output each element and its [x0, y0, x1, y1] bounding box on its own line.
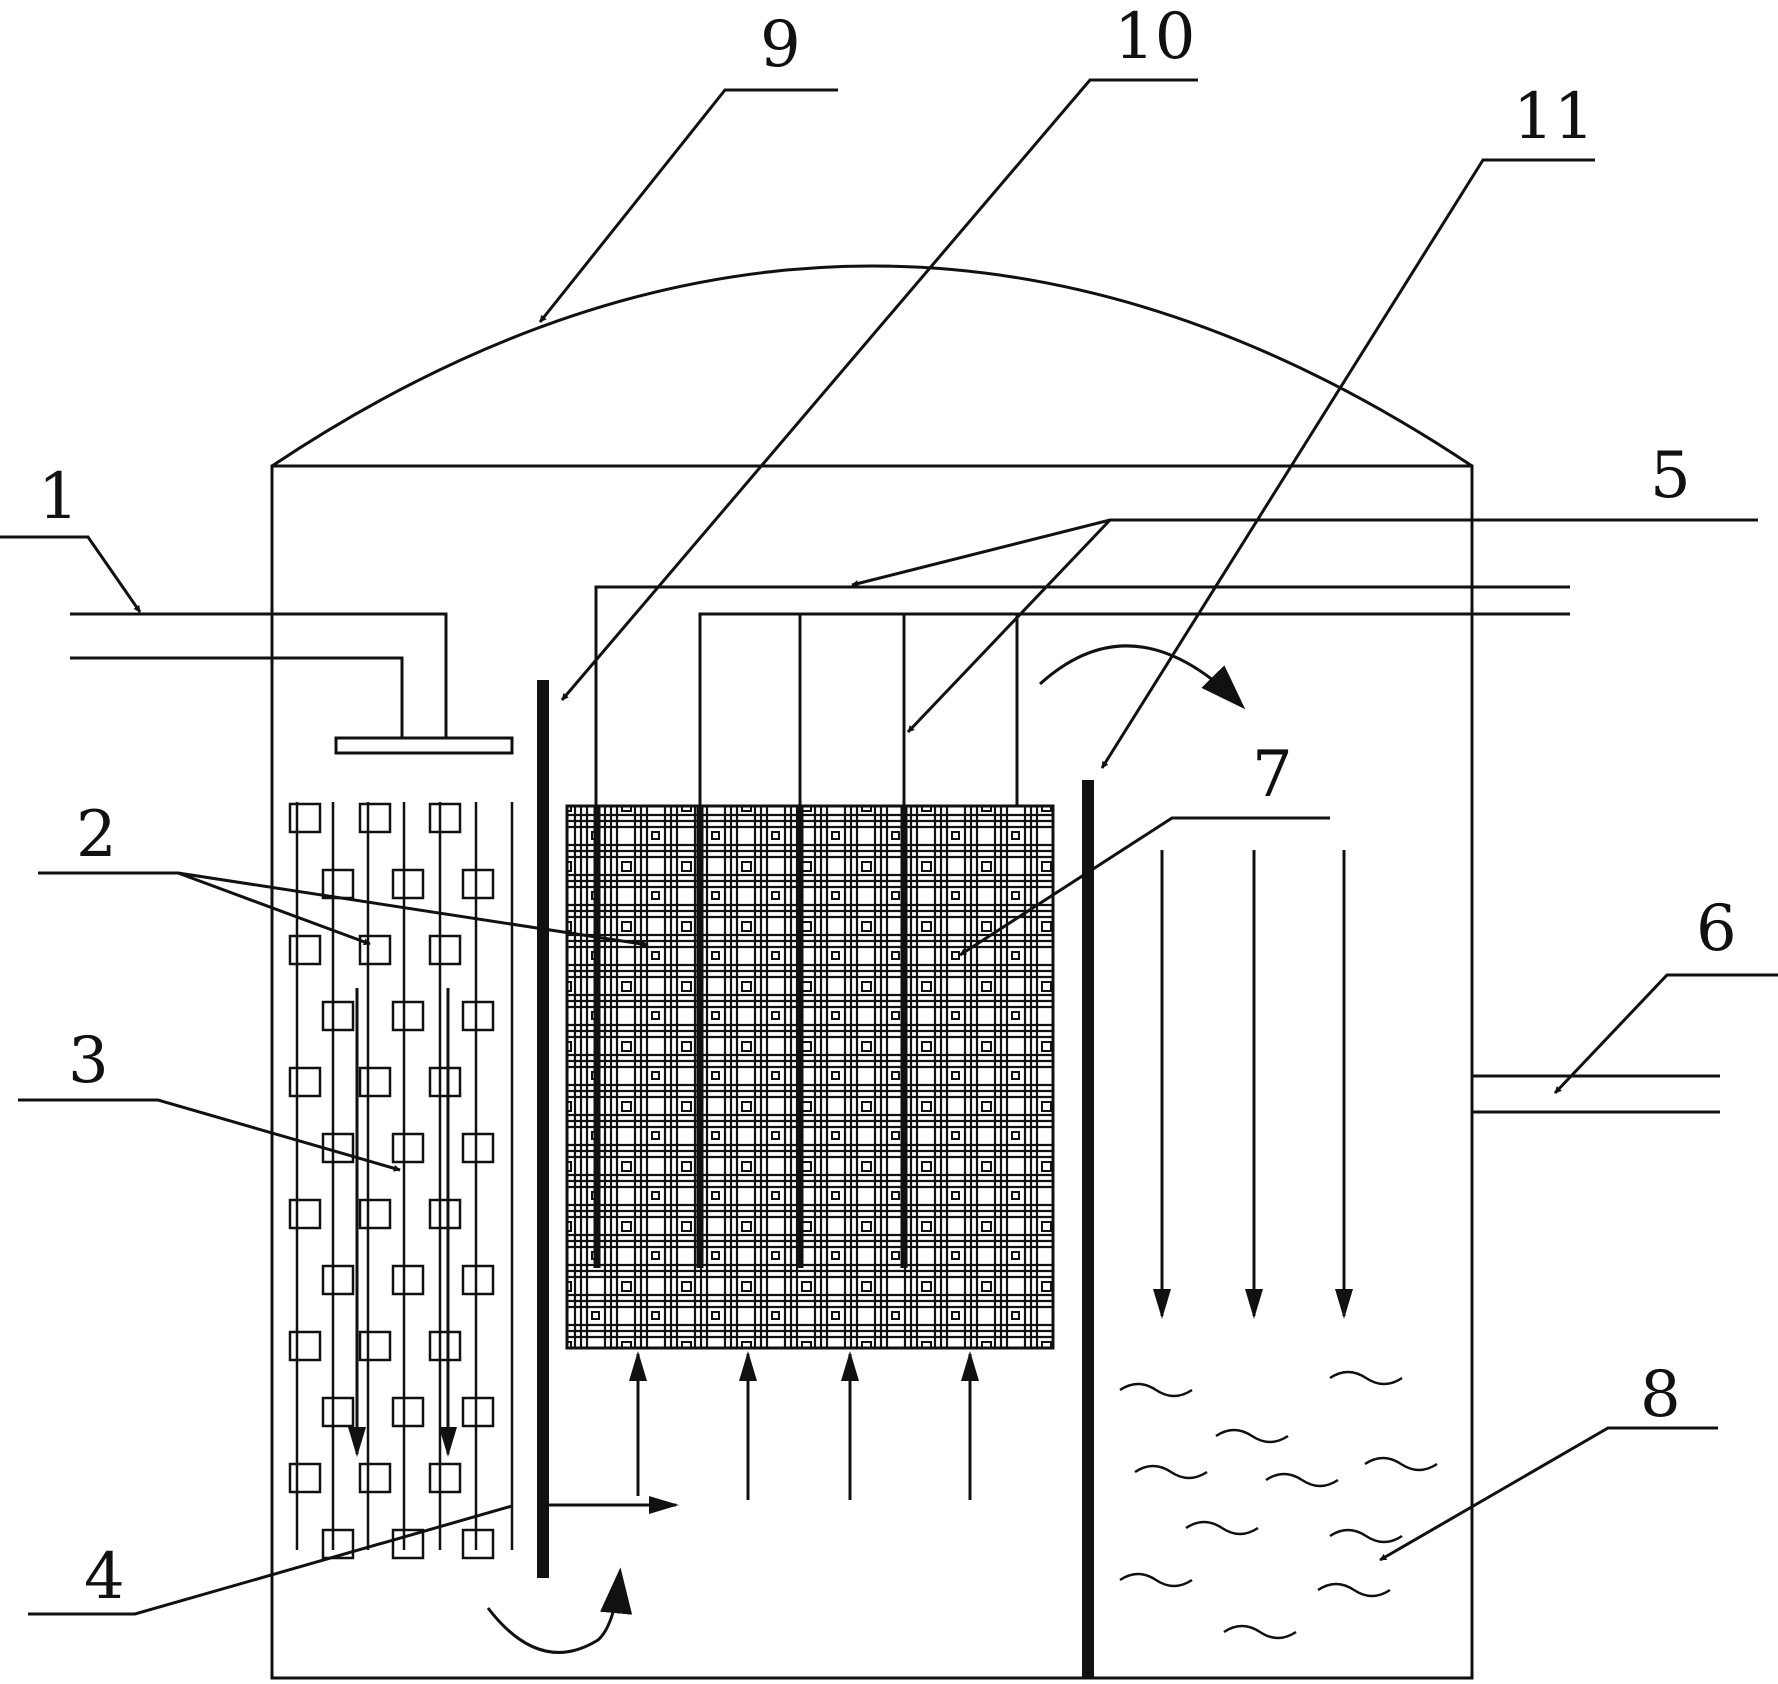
packing-element	[321, 1396, 355, 1428]
leader-3	[18, 1098, 401, 1172]
tank-dome	[271, 264, 1473, 468]
packing-element	[391, 868, 425, 900]
packing-element	[358, 934, 392, 966]
packing-element	[461, 1000, 495, 1032]
packing-element	[428, 934, 462, 966]
underflow-curve-arrow	[486, 1567, 633, 1654]
packing-element	[358, 1330, 392, 1362]
membrane-module	[565, 804, 1055, 1350]
packing-element	[358, 1198, 392, 1230]
label-1: 1	[38, 460, 79, 534]
packing-element	[358, 1462, 392, 1494]
packing-element	[321, 1000, 355, 1032]
packing-element	[288, 934, 322, 966]
tank-body	[270, 464, 1474, 1680]
packing-element	[461, 1396, 495, 1428]
leader-8	[1379, 1426, 1718, 1562]
packing-element	[391, 1264, 425, 1296]
label-11: 11	[1513, 80, 1594, 154]
packing-element	[321, 1528, 355, 1560]
packing-element	[358, 1066, 392, 1098]
membrane-fibers	[593, 806, 908, 1268]
overflow-curve-arrow	[1038, 644, 1246, 710]
leader-10	[560, 78, 1198, 701]
packing-element	[461, 1528, 495, 1560]
packing-element	[391, 1528, 425, 1560]
leader-9	[538, 88, 838, 323]
label-9: 9	[760, 8, 801, 82]
packing-element	[288, 802, 322, 834]
packing-element	[288, 1066, 322, 1098]
packing-element	[428, 1330, 462, 1362]
outlet-pipe	[1472, 1074, 1720, 1114]
leader-1	[0, 535, 142, 613]
leader-2b	[177, 871, 649, 948]
packing-element	[321, 868, 355, 900]
packing-element	[288, 1462, 322, 1494]
packing-element	[391, 1000, 425, 1032]
inlet-pipe	[70, 612, 448, 738]
leader-11	[1100, 158, 1595, 769]
leader-5a	[851, 518, 1758, 587]
settling-downflow-arrows	[1153, 850, 1353, 1319]
packing-element	[428, 1066, 462, 1098]
packing-element	[358, 802, 392, 834]
leader-6	[1553, 973, 1778, 1095]
label-10: 10	[1114, 0, 1195, 74]
suction-manifold	[594, 585, 1570, 806]
sludge-zone	[1119, 1370, 1438, 1640]
packing-element	[288, 1330, 322, 1362]
leader-7	[959, 816, 1330, 957]
packing-element	[428, 1198, 462, 1230]
packing-element	[461, 1132, 495, 1164]
left-packing-zone	[288, 802, 514, 1560]
packing-element	[391, 1132, 425, 1164]
label-6: 6	[1696, 892, 1737, 966]
label-4: 4	[84, 1540, 125, 1614]
packing-downflow-arrows	[348, 988, 457, 1457]
packing-element	[288, 1198, 322, 1230]
leader-5b	[906, 518, 1112, 734]
label-2: 2	[76, 798, 117, 872]
packing-element	[461, 868, 495, 900]
upflow-arrows	[629, 1351, 979, 1500]
leader-2a	[38, 871, 371, 946]
packing-element	[428, 802, 462, 834]
packing-element	[321, 1264, 355, 1296]
leader-4	[28, 1504, 513, 1616]
inlet-distributor	[334, 736, 514, 755]
label-3: 3	[68, 1024, 109, 1098]
label-7: 7	[1252, 738, 1293, 812]
packing-element	[428, 1462, 462, 1494]
packing-element	[461, 1264, 495, 1296]
label-5: 5	[1650, 439, 1691, 513]
leader-lines	[0, 78, 1778, 1616]
label-8: 8	[1640, 1358, 1681, 1432]
packing-element	[391, 1396, 425, 1428]
